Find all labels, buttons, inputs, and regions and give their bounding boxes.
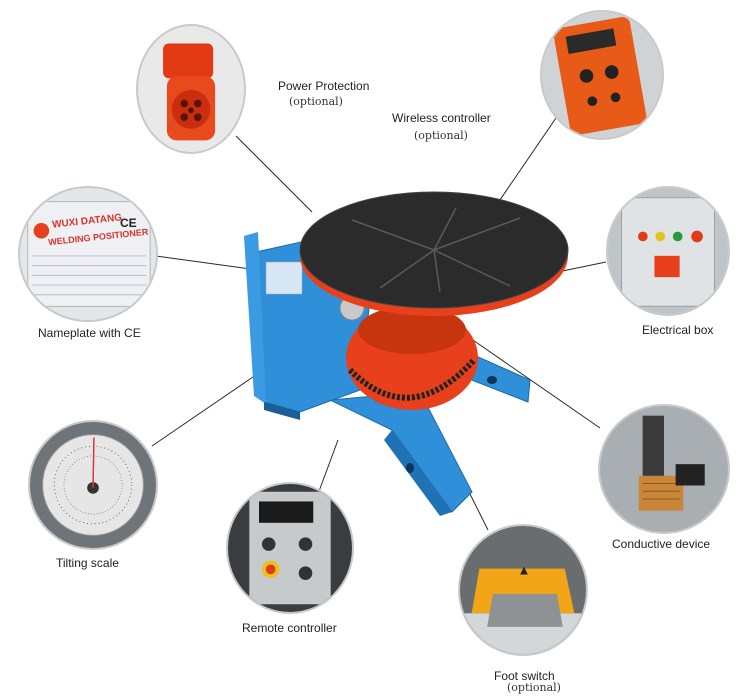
power-protection-note: (optional) xyxy=(289,95,343,108)
power-protection-label: Power Protection xyxy=(278,79,370,93)
leader-conductive xyxy=(469,337,601,429)
foot-switch-photo xyxy=(458,524,588,656)
tilting-scale-photo xyxy=(28,420,158,550)
nameplate-ce-mark: CE xyxy=(120,216,137,230)
nameplate-photo xyxy=(18,186,158,322)
conductive-device-photo xyxy=(598,404,730,534)
tilting-scale-label: Tilting scale xyxy=(56,556,119,570)
power-protection-photo xyxy=(136,24,246,154)
leader-power xyxy=(235,135,313,213)
remote-controller-label: Remote controller xyxy=(242,621,337,635)
wireless-controller-photo xyxy=(540,10,664,140)
foot-switch-note: (optional) xyxy=(507,681,561,694)
wireless-controller-label: Wireless controller xyxy=(392,111,491,125)
remote-controller-photo xyxy=(226,482,354,614)
electrical-box-label: Electrical box xyxy=(642,323,714,337)
leader-remote xyxy=(317,439,339,495)
wireless-controller-note: (optional) xyxy=(414,129,468,142)
electrical-box-photo xyxy=(606,186,730,316)
conductive-device-label: Conductive device xyxy=(612,537,711,551)
nameplate-label: Nameplate with CE xyxy=(38,326,141,340)
foot-switch-label: Foot switch xyxy=(494,669,555,683)
